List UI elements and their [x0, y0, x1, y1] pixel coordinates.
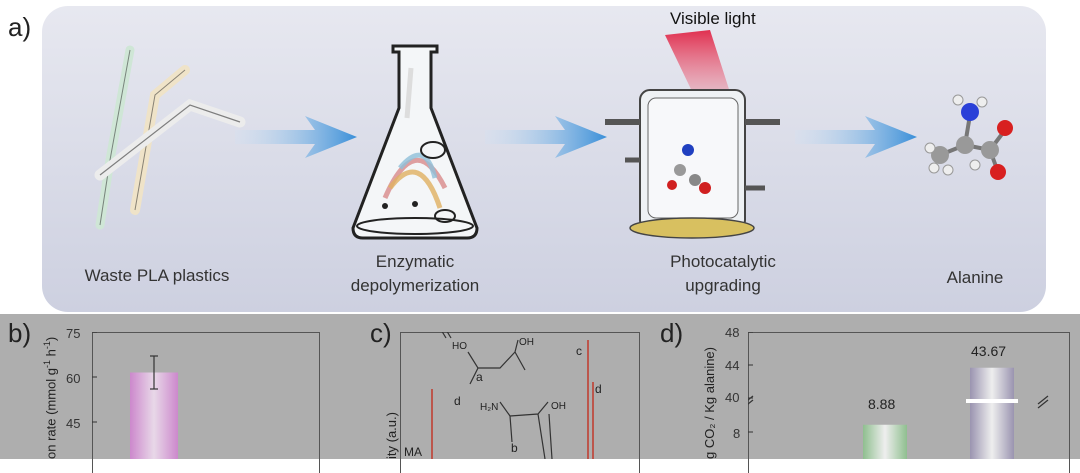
panel-c-label-oh1: OH: [519, 337, 534, 348]
panel-c-plot-frame: [400, 332, 640, 473]
panel-c-label-d1: d: [454, 394, 461, 408]
panel-b-plot-frame: [92, 332, 320, 473]
panel-c-label-oh2: OH: [551, 401, 566, 412]
panel-b-ytick-45: 45: [66, 416, 81, 431]
panel-d-axis-break-gap: [966, 399, 1018, 403]
panel-b-ylabel-end: ): [43, 336, 59, 342]
panel-c-label-c: c: [576, 344, 582, 358]
panel-c-label-h2n: H₂N: [480, 402, 499, 413]
panel-c-label-d2: d: [595, 382, 602, 396]
stage-label-enzymatic-line1: Enzymatic: [375, 252, 455, 271]
panel-c-label-ma: MA: [404, 445, 422, 459]
panel-b-ytick-75: 75: [66, 326, 81, 341]
panel-c-ylabel: ity (a.u.): [384, 412, 399, 459]
stage-label-photocatalytic-line1: Photocatalytic: [670, 252, 776, 271]
panel-c-label-a: a: [476, 370, 483, 384]
panel-d-bar-2: [970, 367, 1014, 459]
pla-straws-illustration: [94, 45, 246, 230]
panel-d-ytick-48: 48: [725, 325, 740, 340]
stage-label-photocatalytic: Photocatalytic upgrading: [638, 250, 808, 298]
stage-label-alanine: Alanine: [946, 268, 1004, 287]
panel-d-bar-1: [863, 424, 907, 459]
workflow-panel: [42, 6, 1046, 312]
panel-d-plot-frame: [748, 332, 1070, 473]
flow-arrow-1: [235, 116, 357, 158]
stage-label-photocatalytic-line2: upgrading: [685, 276, 761, 295]
panel-c-structures: [431, 332, 594, 459]
panel-b-ylabel-sup1: -1: [42, 359, 52, 368]
visible-light-beam: [665, 30, 735, 108]
panel-c-label-ho: HO: [452, 341, 467, 352]
visible-light-label: Visible light: [670, 9, 756, 28]
panel-d-ytick-40: 40: [725, 390, 740, 405]
photoreactor-illustration: [605, 89, 780, 239]
panel-b-ylabel-mid: h: [43, 349, 59, 360]
panel-b-ylabel-text: on rate (mmol g: [43, 367, 59, 459]
panel-d-value-label-2: 43.67: [971, 343, 1007, 359]
stage-label-enzymatic: Enzymatic depolymerization: [330, 250, 500, 298]
panel-d-value-label-1: 8.88: [868, 396, 896, 412]
alanine-molecule-illustration: [924, 94, 1013, 180]
flask-illustration: [351, 44, 479, 240]
panel-b-ylabel: on rate (mmol g-1 h-1): [42, 337, 58, 459]
panel-d-ylabel: g CO₂ / Kg alanine): [702, 347, 717, 459]
panel-d-plot: [748, 332, 1049, 459]
panel-a-label: a): [8, 12, 32, 42]
flow-arrow-3: [795, 116, 917, 158]
panel-b-ytick-60: 60: [66, 371, 81, 386]
panel-b-label: b): [8, 318, 32, 348]
panel-b-ylabel-sup2: -1: [42, 341, 52, 350]
panel-c-label: c): [370, 318, 392, 348]
panel-b-plot: [92, 332, 178, 459]
panel-c-label-b: b: [511, 441, 518, 455]
flow-arrow-2: [485, 116, 607, 158]
stage-label-enzymatic-line2: depolymerization: [350, 276, 480, 295]
panel-d-label: d): [660, 318, 684, 348]
panel-d-ytick-8: 8: [733, 426, 741, 441]
panel-b-errorbar-1: [150, 355, 158, 390]
panel-d-ytick-44: 44: [725, 358, 740, 373]
stage-label-waste-pla: Waste PLA plastics: [84, 266, 230, 285]
